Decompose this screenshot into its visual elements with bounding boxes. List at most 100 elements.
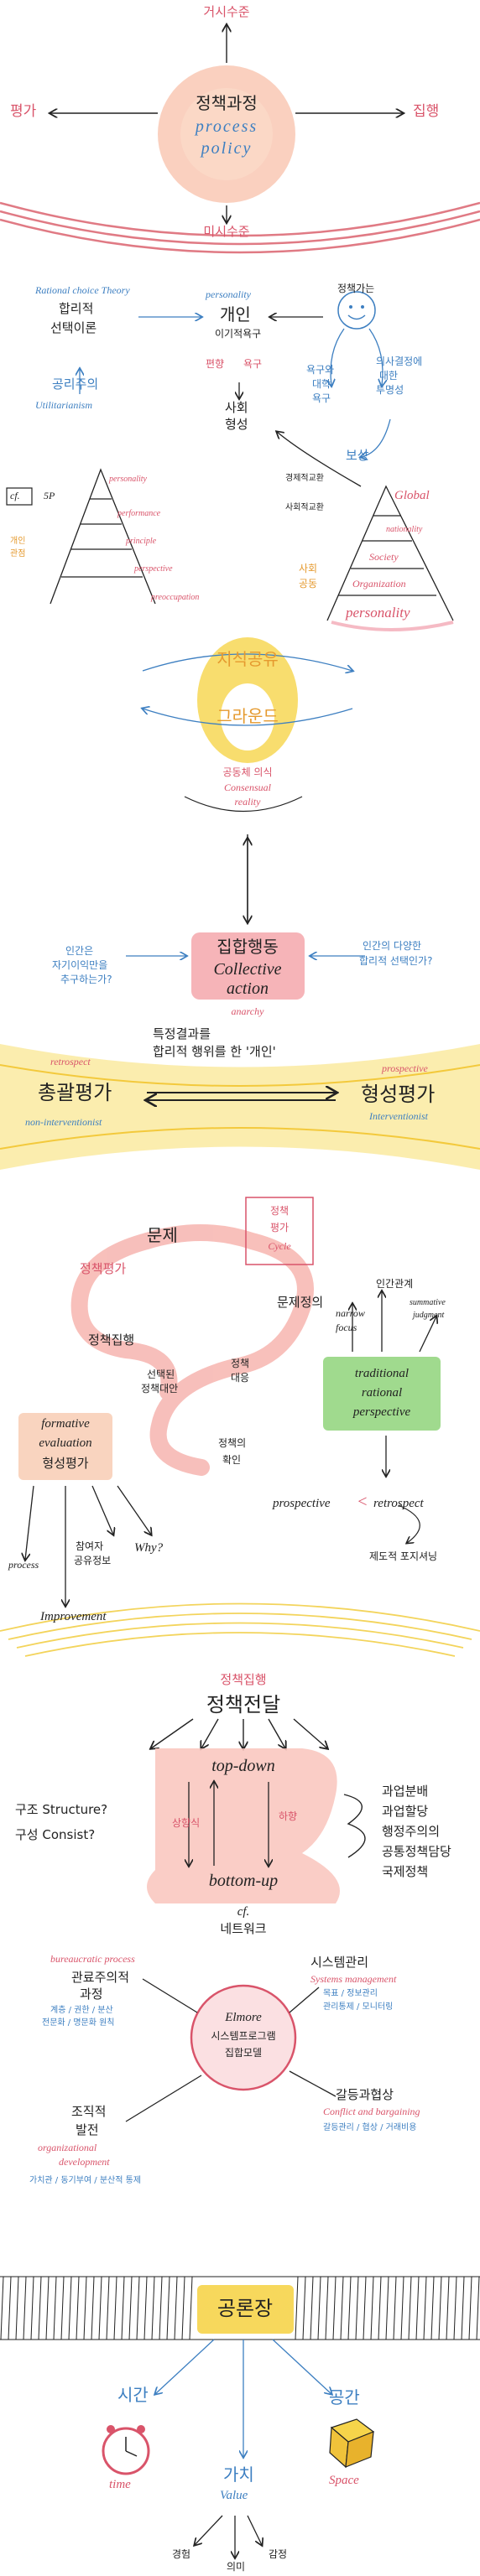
evaluation-label: 평가 — [10, 103, 37, 120]
motive-arrow-left — [331, 328, 345, 386]
retrospect-en: retrospect — [50, 1056, 91, 1067]
policy-en: policy — [201, 139, 253, 158]
form-arrow-1 — [25, 1485, 34, 1560]
hatch-line — [91, 2276, 95, 2340]
hatch-line — [181, 2276, 185, 2340]
policy-cycle-path — [70, 1224, 314, 1476]
bureaucratic-ko-1: 관료주의적 — [71, 1970, 130, 1985]
selected-alt-1: 선택된 — [147, 1368, 175, 1380]
motive-3: 욕구 — [312, 392, 331, 404]
cf-label-2: cf. — [237, 1905, 250, 1919]
personality-highlight — [331, 621, 454, 631]
narrow-1: narrow — [336, 1307, 365, 1319]
bottom-1: 경험 — [172, 2548, 191, 2560]
right-tri-3: Society — [369, 551, 399, 563]
knowledge-oval — [197, 637, 298, 763]
collective-action-ko: 집합행동 — [217, 937, 279, 957]
formative-eval: 형성평가 — [361, 1083, 436, 1106]
utilitarianism-en: Utilitarianism — [35, 399, 93, 411]
hatch-line — [0, 2276, 4, 2340]
right-list-4: 공통정책담당 — [382, 1844, 451, 1859]
hatch-line — [106, 2276, 110, 2340]
rct-ko-2: 선택이론 — [50, 320, 97, 335]
green-1: traditional — [354, 1367, 410, 1380]
cycle-box-3: Cycle — [268, 1240, 291, 1252]
consensus-ko: 공동체 의식 — [222, 766, 273, 778]
hatch-line — [76, 2276, 80, 2340]
left-tri-2: performance — [117, 509, 161, 518]
systems-b1: 목표 / 정보관리 — [323, 1989, 378, 1998]
consensus-en1: Consensual — [223, 782, 272, 793]
clock-icon — [102, 2425, 150, 2475]
hatch-line — [408, 2276, 412, 2340]
hatch-line — [446, 2276, 450, 2340]
hatch-line — [189, 2276, 193, 2340]
org-en-2: development — [59, 2156, 110, 2168]
elmore-link-bl — [125, 2075, 202, 2122]
form-arrow-3 — [91, 1485, 113, 1535]
hatch-line — [143, 2276, 148, 2340]
hatch-line — [415, 2276, 420, 2340]
to-space-arrow — [272, 2339, 331, 2394]
cube-icon — [329, 2418, 375, 2469]
right-side-1: 사회 — [299, 563, 318, 574]
space-en: Space — [329, 2474, 359, 2487]
network-label: 네트워크 — [220, 1921, 267, 1936]
top-down-ko: 하향 — [279, 1810, 298, 1822]
hatch-lines — [0, 2276, 480, 2340]
collective-band — [191, 932, 305, 1000]
anarchy-label: anarchy — [231, 1005, 264, 1017]
elmore-circle — [190, 1984, 297, 2091]
hatch-line — [136, 2276, 140, 2340]
cycle-box-1: 정책 — [269, 1205, 290, 1217]
hatch-line — [53, 2276, 57, 2340]
right-list-3: 행정주의의 — [382, 1824, 441, 1839]
policy-response-1: 정책 — [231, 1358, 250, 1369]
space-ko: 공간 — [329, 2387, 360, 2407]
process-label: process — [8, 1559, 39, 1571]
hatch-line — [468, 2276, 472, 2340]
org-en-1: organizational — [38, 2142, 97, 2153]
motive-1: 욕구와 — [306, 364, 335, 376]
hatch-line — [453, 2276, 457, 2340]
hatch-line — [317, 2276, 321, 2340]
bureaucratic-b2: 전문화 / 명문화 원칙 — [42, 2018, 115, 2028]
hatch-line — [325, 2276, 329, 2340]
motive-2: 대학 — [312, 378, 331, 390]
left-tri-3: principle — [126, 537, 157, 546]
policy-process-ko: 정책과정 — [196, 93, 258, 113]
systems-ko: 시스템관리 — [310, 1955, 369, 1970]
form-arrow-4 — [117, 1485, 151, 1535]
right-list-2: 과업할당 — [382, 1804, 429, 1819]
retrospect-label: retrospect — [373, 1497, 424, 1510]
right-list-5: 국제정책 — [382, 1864, 429, 1879]
rct-ko-1: 합리적 — [59, 301, 94, 316]
interventionist: Interventionist — [369, 1110, 428, 1122]
left-triangle — [50, 468, 156, 605]
society-label: 사회 — [225, 400, 248, 415]
hatch-line — [128, 2276, 133, 2340]
hatch-line — [68, 2276, 72, 2340]
hatch-line — [393, 2276, 397, 2340]
hatch-line — [363, 2276, 367, 2340]
prospective-label: prospective — [273, 1497, 331, 1510]
oval-arrow-top — [142, 653, 352, 671]
personality-en: personality — [206, 288, 251, 300]
hatched-band — [0, 2276, 480, 2340]
right-side-2: 공동 — [299, 578, 318, 589]
right-q-1: 인간의 다양한 — [363, 940, 422, 952]
bottom-up: bottom-up — [208, 1872, 279, 1890]
economic-exchange: 경제적교환 — [285, 474, 324, 483]
green-box — [323, 1357, 441, 1431]
value-ko: 가치 — [223, 2464, 254, 2485]
band-label-bg — [197, 2285, 294, 2334]
hatch-line — [423, 2276, 427, 2340]
knowledge-sharing: 지식공유 — [217, 649, 279, 669]
summative-eval: 총괄평가 — [38, 1081, 112, 1104]
elmore-2: 시스템프로그램 — [211, 2030, 276, 2042]
org-ko-1: 조직적 — [71, 2104, 107, 2119]
top-down: top-down — [211, 1757, 275, 1775]
hatch-line — [370, 2276, 374, 2340]
motive-5: 대한 — [379, 370, 399, 382]
hatch-line — [113, 2276, 117, 2340]
